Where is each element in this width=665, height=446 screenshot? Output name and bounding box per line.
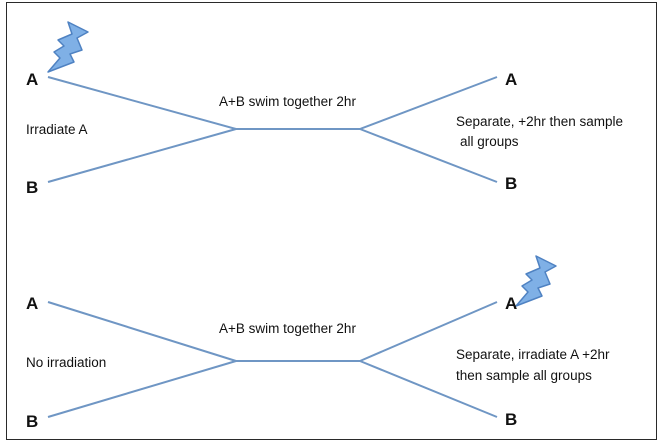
bottom-left-a-line	[47, 301, 237, 362]
top-right-node-b: B	[505, 174, 518, 193]
bottom-right-note-line2: then sample all groups	[456, 368, 592, 383]
lightning-bolt-icon	[515, 255, 557, 307]
bottom-left-note: No irradiation	[26, 355, 107, 370]
diagram-frame	[6, 2, 657, 440]
bottom-left-b-line	[47, 360, 237, 418]
top-right-b-line	[359, 128, 498, 183]
top-branch-lines	[47, 76, 498, 183]
bottom-right-b-line	[359, 360, 498, 418]
top-left-a-line	[47, 76, 237, 130]
bottom-right-node-a: A	[505, 294, 518, 313]
lightning-bolt-icon	[47, 21, 89, 73]
top-left-b-line	[47, 128, 237, 183]
top-left-node-b: B	[26, 178, 39, 197]
bottom-left-node-b: B	[26, 412, 39, 431]
bottom-left-node-a: A	[26, 294, 39, 313]
bottom-right-a-line	[359, 301, 498, 362]
top-left-node-a: A	[26, 70, 39, 89]
top-right-a-line	[359, 76, 498, 130]
top-right-node-a: A	[505, 70, 518, 89]
top-right-note-line1: Separate, +2hr then sample	[456, 114, 623, 129]
bottom-middle-note: A+B swim together 2hr	[219, 321, 356, 336]
top-left-note: Irradiate A	[26, 122, 88, 137]
top-middle-note: A+B swim together 2hr	[219, 94, 356, 109]
bottom-right-note-line1: Separate, irradiate A +2hr	[456, 347, 610, 362]
bottom-branch-lines	[47, 301, 498, 418]
top-right-note-line2: all groups	[460, 134, 519, 149]
bottom-right-node-b: B	[505, 410, 518, 429]
